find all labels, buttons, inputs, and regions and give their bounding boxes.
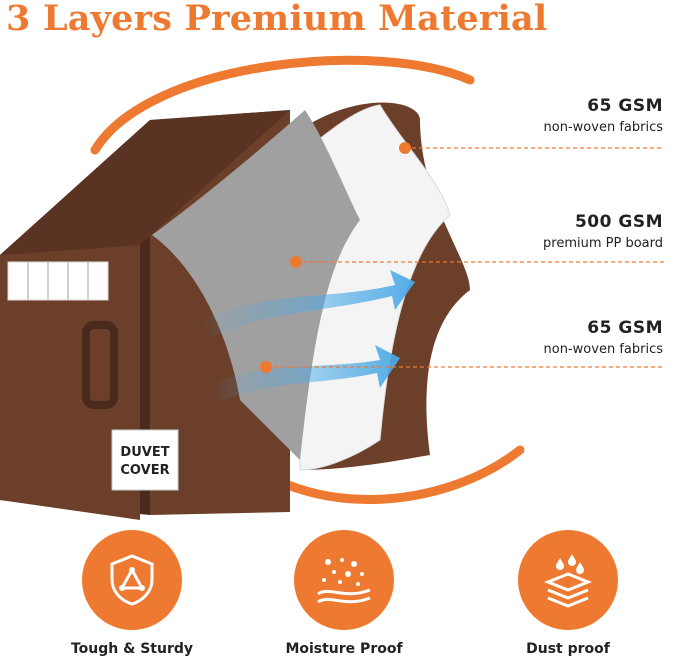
- box-label-line2: COVER: [120, 463, 169, 478]
- box-label-line1: DUVET: [120, 445, 169, 460]
- layers-droplets-icon: [543, 554, 593, 608]
- feature-circle: [294, 530, 394, 630]
- spec-gsm: 500 GSM: [574, 212, 663, 232]
- orange-swoosh-top: [90, 55, 475, 155]
- feature-circle: [82, 530, 182, 630]
- page-title: 3 Layers Premium Material: [6, 0, 548, 39]
- product-illustration: DUVET COVER: [0, 55, 664, 520]
- feature-tough-sturdy: Tough & Sturdy: [32, 530, 232, 657]
- air-arrow-upper: [200, 270, 415, 338]
- spec-material: non-woven fabrics: [543, 342, 663, 357]
- triangle-shield-icon: [110, 554, 154, 606]
- feature-circle: [518, 530, 618, 630]
- spec-layer-1: 65 GSM non-woven fabrics: [544, 96, 663, 135]
- spec-material: premium PP board: [543, 236, 663, 251]
- feature-label: Moisture Proof: [285, 641, 403, 657]
- handle: [82, 321, 118, 409]
- spec-gsm: 65 GSM: [587, 318, 663, 338]
- spec-gsm: 65 GSM: [587, 96, 663, 116]
- spec-layer-3: 65 GSM non-woven fabrics: [544, 318, 663, 357]
- feature-dust-proof: Dust proof: [468, 530, 668, 657]
- air-arrow-lower: [210, 345, 400, 402]
- feature-moisture-proof: Moisture Proof: [244, 530, 444, 657]
- feature-label: Tough & Sturdy: [70, 641, 193, 657]
- spec-layer-2: 500 GSM premium PP board: [543, 212, 663, 251]
- storage-box: DUVET COVER: [0, 110, 290, 520]
- box-label-card: [111, 429, 179, 491]
- spec-material: non-woven fabrics: [543, 120, 663, 135]
- moisture-dots-icon: [317, 558, 371, 604]
- feature-label: Dust proof: [526, 641, 610, 657]
